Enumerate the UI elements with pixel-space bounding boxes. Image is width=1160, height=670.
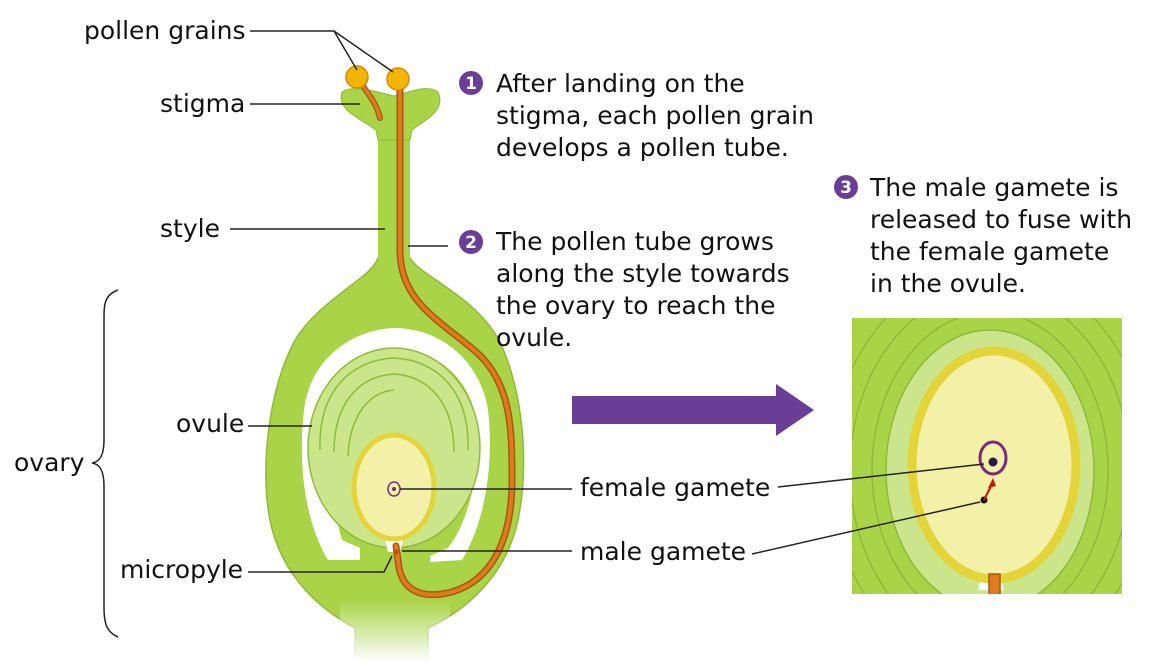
step-2-line-2: along the style towards [496, 259, 790, 288]
step-3-badge [834, 175, 858, 199]
step-2-line-1: The pollen tube grows [495, 227, 774, 256]
step-2: 2 The pollen tube grows along the style … [459, 227, 790, 352]
label-ovary: ovary [14, 448, 85, 477]
leader-lines [230, 30, 572, 573]
label-stigma: stigma [160, 89, 245, 118]
style-body [378, 132, 410, 262]
step-1-line-1: After landing on the [496, 69, 745, 98]
step-1: 1 After landing on the stigma, each poll… [459, 69, 814, 162]
label-female-gamete: female gamete [580, 473, 770, 502]
pollen-grain-1 [345, 65, 369, 89]
step-3-line-3: the female gamete [870, 237, 1109, 266]
label-micropyle: micropyle [120, 555, 243, 584]
step-2-line-3: the ovary to reach the [496, 291, 775, 320]
pollen-grains [345, 65, 410, 91]
step-1-badge [459, 71, 483, 95]
ovary-cavity [301, 328, 490, 562]
step-1-number: 1 [465, 74, 477, 94]
step-2-badge [459, 230, 483, 254]
stigma-body [340, 88, 441, 141]
step-3-line-4: in the ovule. [870, 269, 1026, 298]
step-3-number: 3 [840, 178, 852, 198]
label-pollen-grains: pollen grains [84, 16, 246, 45]
pollen-grain-2 [386, 67, 410, 91]
label-ovule: ovule [176, 409, 244, 438]
carpel [265, 88, 525, 662]
label-male-gamete: male gamete [580, 537, 746, 566]
step-2-line-4: ovule. [496, 323, 572, 352]
step-3: 3 The male gamete is released to fuse wi… [834, 173, 1132, 298]
zoom-arrow [572, 384, 814, 436]
step-3-line-1: The male gamete is [869, 173, 1118, 202]
label-style: style [160, 214, 220, 243]
step-1-line-2: stigma, each pollen grain [496, 101, 814, 130]
male-gamete-dot [393, 549, 399, 555]
step-1-line-3: develops a pollen tube. [496, 133, 789, 162]
ovary-brace [91, 289, 119, 638]
step-3-line-2: released to fuse with [870, 205, 1132, 234]
step-2-number: 2 [465, 233, 477, 253]
